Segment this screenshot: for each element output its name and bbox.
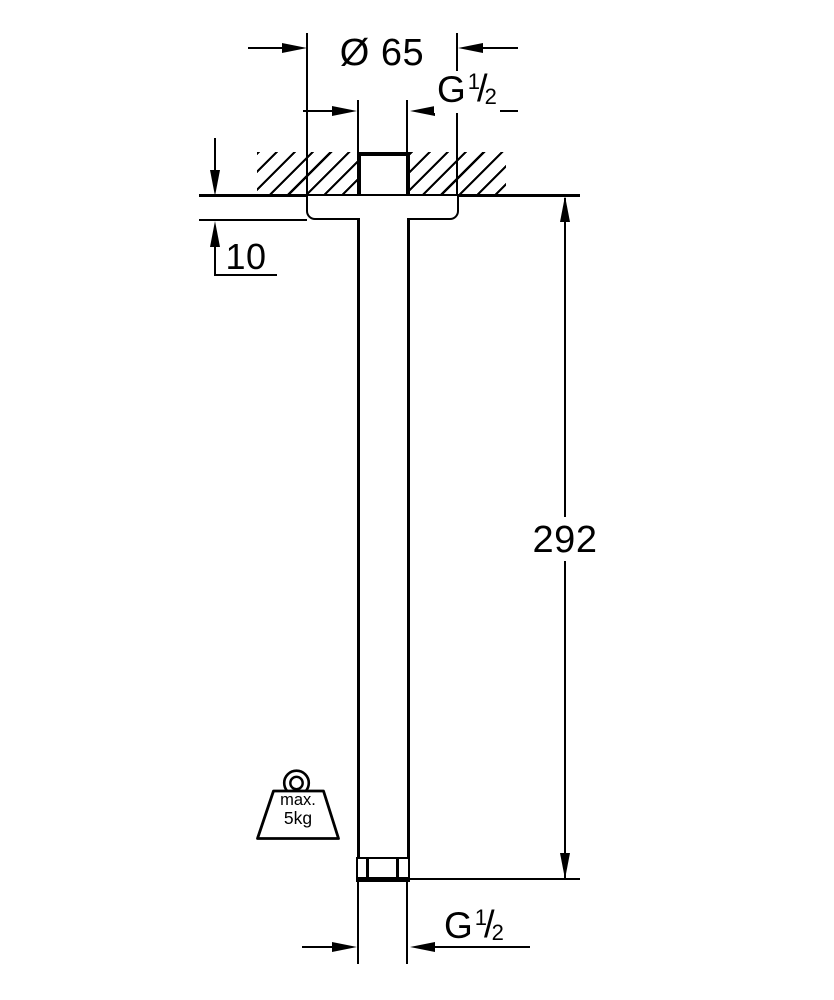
flange-underside-reference-line: [199, 219, 307, 221]
weight-icon: [256, 769, 340, 840]
bottom-extension-line: [410, 878, 580, 880]
thread-denominator: 2: [491, 920, 504, 945]
thread-slash: /: [477, 68, 488, 110]
arm-length-label: 292: [532, 519, 598, 561]
thread-top-extension-line-right: [406, 100, 408, 152]
arrowhead-down-icon: [210, 170, 220, 196]
dim-line: [214, 245, 216, 276]
weight-value-label: 5kg: [283, 808, 313, 828]
thread-denominator: 2: [484, 84, 497, 109]
thread-base: G: [437, 69, 466, 110]
thread-bottom-label: G1/2: [441, 904, 507, 949]
leader-underline: [214, 274, 277, 276]
arrowhead-left-icon: [458, 43, 483, 53]
dim-line: [481, 47, 518, 49]
thread-base: G: [444, 905, 473, 946]
dim-line: [564, 561, 566, 879]
thread-bottom-extension-line-right: [406, 882, 408, 964]
escutcheon-flange: [306, 194, 459, 220]
dim-line: [303, 110, 334, 112]
arrowhead-up-icon: [210, 221, 220, 247]
dim-line: [433, 946, 530, 948]
weight-max-label: max.: [280, 791, 316, 809]
dim-line: [248, 47, 284, 49]
shower-arm-pipe: [357, 218, 410, 858]
end-connector-nut: [356, 857, 410, 882]
weight-ring-inner: [289, 775, 304, 791]
thread-top-extension-line-left: [357, 100, 359, 152]
dim-line: [302, 946, 333, 948]
nut-facet-line-left: [366, 859, 369, 878]
thread-bottom-extension-line-left: [357, 882, 359, 964]
arrowhead-down-icon: [560, 853, 570, 879]
arrowhead-right-icon: [332, 942, 357, 952]
dim-line: [214, 138, 216, 172]
arrowhead-left-icon: [410, 106, 435, 116]
diameter-extension-line-right: [456, 33, 458, 194]
thread-top-label: G1/2: [434, 68, 500, 113]
diameter-extension-line-left: [306, 33, 308, 194]
arrowhead-right-icon: [332, 106, 357, 116]
thread-numerator: 1: [467, 69, 481, 94]
flange-thickness-label: 10: [225, 236, 267, 277]
mount-stub: [357, 152, 410, 194]
arrowhead-right-icon: [282, 43, 307, 53]
thread-slash: /: [484, 904, 495, 946]
flange-diameter-label: Ø 65: [339, 32, 425, 74]
weight-limit-badge: max. 5kg: [250, 764, 346, 846]
dim-line: [564, 198, 566, 517]
thread-numerator: 1: [474, 905, 488, 930]
ceiling-hatch-right: [410, 152, 506, 194]
nut-facet-line-right: [396, 859, 399, 878]
weight-body: [256, 789, 340, 840]
arrowhead-left-icon: [410, 942, 435, 952]
